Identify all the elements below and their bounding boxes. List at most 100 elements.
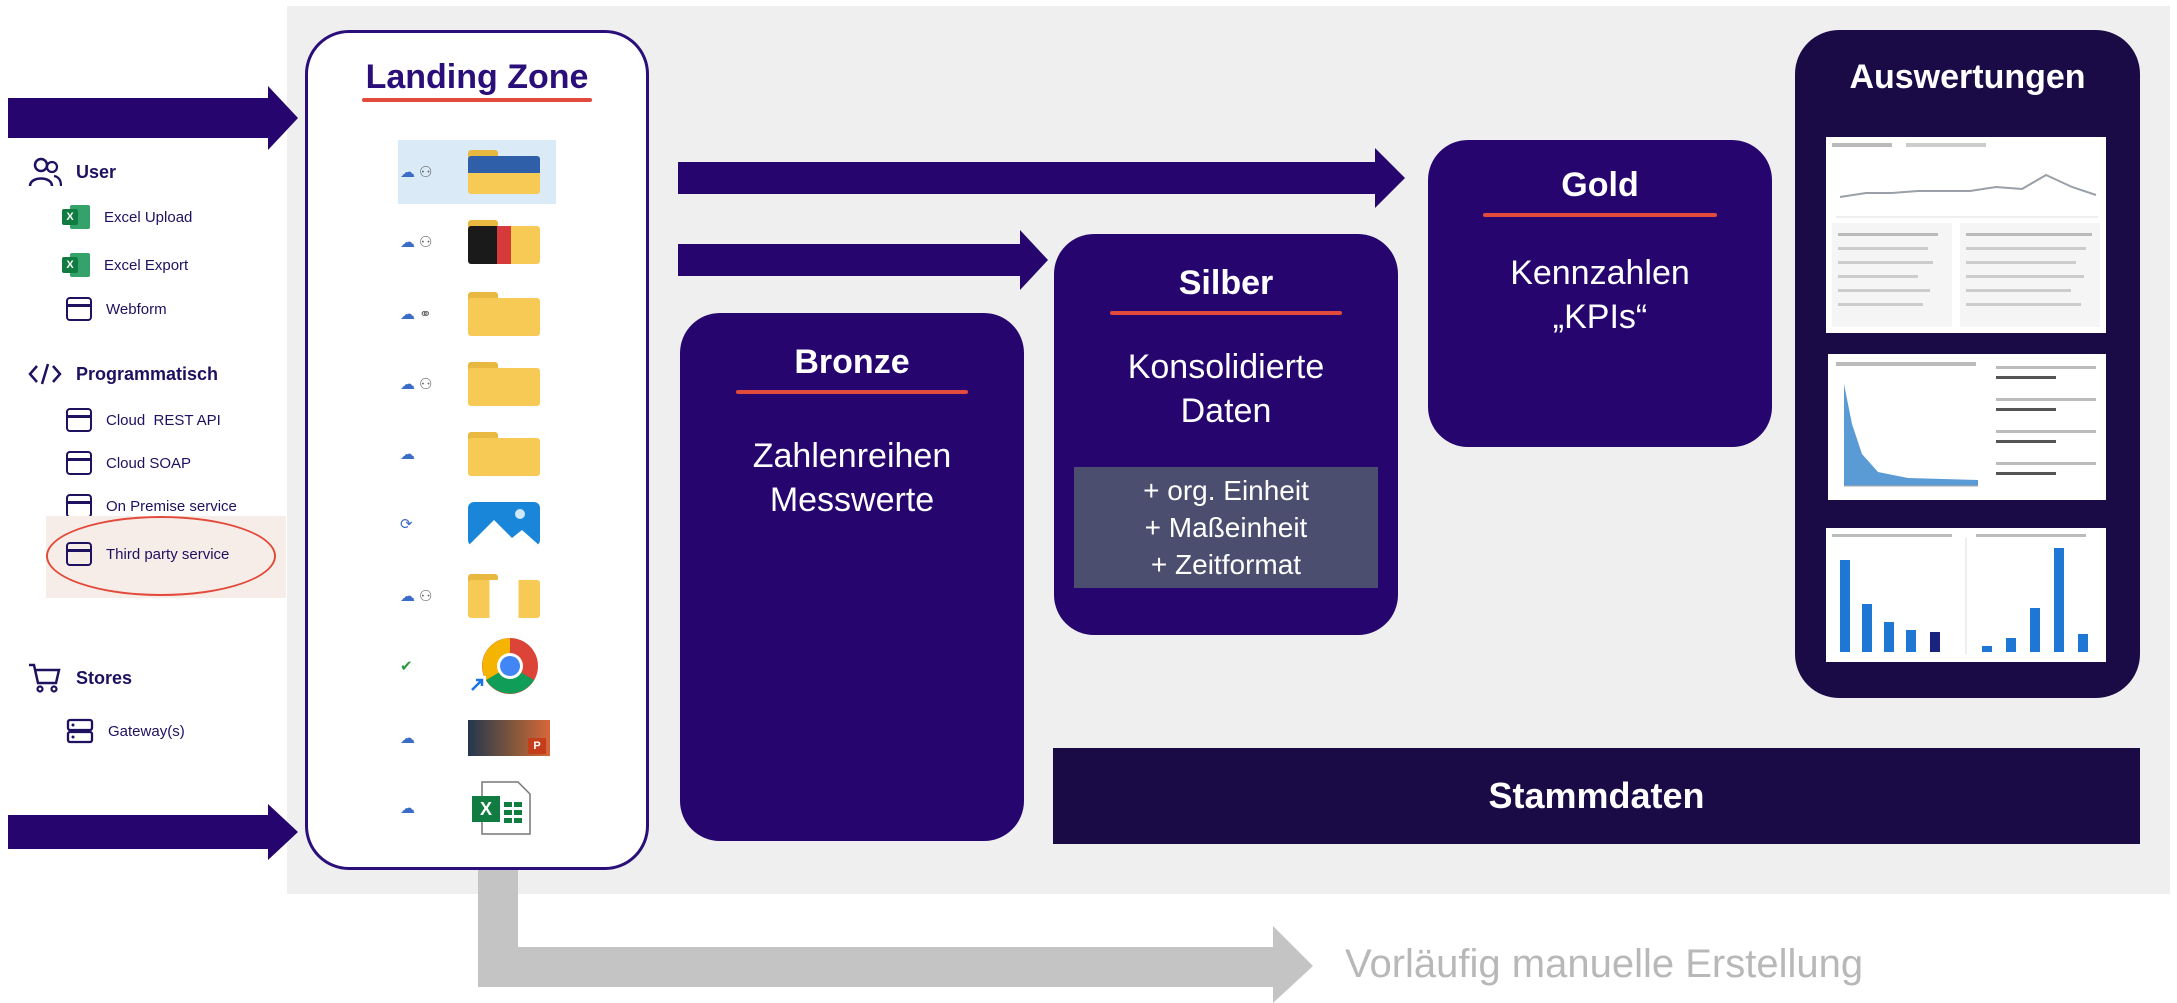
- cloud-icon: ☁: [400, 800, 415, 817]
- sidebar-item-cloud-rest-api[interactable]: Cloud REST API: [66, 408, 221, 432]
- folder-thumbnail: [468, 574, 540, 618]
- sidebar-group-user: User: [28, 156, 116, 188]
- file-row[interactable]: ✔: [400, 636, 560, 696]
- sidebar-item-label: Cloud REST API: [106, 411, 221, 429]
- bronze-title: Bronze: [794, 343, 910, 381]
- sidebar-item-webform[interactable]: Webform: [66, 297, 167, 321]
- folder-thumbnail: [468, 220, 540, 264]
- check-icon: ✔: [400, 658, 413, 675]
- sidebar-group-label: User: [76, 161, 117, 182]
- photos-app: [468, 502, 540, 546]
- sidebar-item-excel-upload[interactable]: X Excel Upload: [62, 203, 192, 231]
- input-arrow-top: [8, 86, 298, 150]
- gold-box: Gold Kennzahlen „KPIs“: [1428, 140, 1772, 447]
- bronze-underline: [736, 390, 968, 394]
- file-row[interactable]: ☁⚇: [400, 142, 560, 202]
- cloud-icon: ☁: [400, 376, 415, 393]
- gold-line-2: „KPIs“: [1552, 298, 1648, 336]
- gold-title: Gold: [1561, 166, 1639, 204]
- bronze-line-1: Zahlenreihen: [752, 437, 952, 475]
- cloud-icon: ☁: [400, 730, 415, 747]
- browser-window-icon: [66, 451, 92, 475]
- link-icon: ⚭: [419, 306, 432, 323]
- sidebar-item-gateways[interactable]: Gateway(s): [66, 718, 185, 744]
- highlight-ellipse: [46, 516, 276, 596]
- cloud-icon: ☁: [400, 234, 415, 251]
- folder: [468, 432, 540, 476]
- cloud-icon: ☁: [400, 446, 415, 463]
- gold-underline: [1483, 213, 1717, 217]
- file-row[interactable]: ☁ X: [400, 778, 560, 838]
- cloud-icon: ☁: [400, 306, 415, 323]
- input-arrow-bottom: [8, 804, 298, 860]
- bronze-box: Bronze Zahlenreihen Messwerte: [680, 313, 1024, 841]
- sidebar-item-on-premise-service[interactable]: On Premise service: [66, 494, 237, 518]
- browser-window-icon: [66, 408, 92, 432]
- browser-window-icon: [66, 542, 92, 566]
- silber-line-2: Daten: [1180, 392, 1272, 430]
- silber-line-1: Konsolidierte: [1127, 348, 1325, 386]
- folder: [468, 362, 540, 406]
- landing-zone-underline: [362, 98, 592, 102]
- excel-icon: X: [62, 251, 90, 279]
- sidebar-item-cloud-soap[interactable]: Cloud SOAP: [66, 451, 191, 475]
- silber-extra-3: + Zeitformat: [1150, 549, 1302, 580]
- sidebar-item-label: On Premise service: [106, 497, 237, 515]
- file-row[interactable]: ☁: [400, 424, 560, 484]
- stammdaten-bar: Stammdaten: [1053, 748, 2140, 844]
- arrow-to-silber: [678, 230, 1048, 290]
- manual-creation-note: Vorläufig manuelle Erstellung: [1345, 942, 1864, 986]
- silber-extras: + org. Einheit + Maßeinheit + Zeitformat: [1074, 467, 1378, 588]
- chrome-shortcut: [468, 636, 548, 696]
- file-row[interactable]: ☁⚇: [400, 212, 560, 272]
- powerpoint-file: P: [468, 720, 550, 756]
- file-row[interactable]: ☁ P: [400, 708, 560, 768]
- sidebar-group-stores: Stores: [28, 662, 132, 694]
- folder: [468, 292, 540, 336]
- sidebar-item-label: Gateway(s): [108, 722, 185, 740]
- code-icon: [28, 363, 62, 385]
- browser-window-icon: [66, 297, 92, 321]
- arrow-to-gold: [678, 148, 1405, 208]
- sidebar-group-programmatisch: Programmatisch: [28, 362, 218, 386]
- sidebar-item-label: Excel Upload: [104, 208, 193, 226]
- shopping-cart-icon: [29, 663, 61, 693]
- file-row[interactable]: ☁⚇: [400, 354, 560, 414]
- cloud-icon: ☁: [400, 164, 415, 181]
- file-row[interactable]: ⟳: [400, 494, 560, 554]
- silber-extra-1: + org. Einheit: [1143, 475, 1309, 506]
- sidebar-group-label: Programmatisch: [76, 363, 219, 384]
- excel-file: X: [468, 780, 534, 836]
- browser-window-icon: [66, 494, 92, 518]
- sync-icon: ⟳: [400, 516, 413, 533]
- user-group-icon: [28, 157, 62, 187]
- line-chart-report[interactable]: [1826, 137, 2106, 333]
- cloud-icon: ☁: [400, 588, 415, 605]
- bar-chart-report[interactable]: [1826, 528, 2106, 662]
- file-row[interactable]: ☁⚇: [400, 566, 560, 626]
- svg-text:X: X: [480, 799, 492, 819]
- person-icon: ⚇: [419, 376, 433, 393]
- manual-arrow: [478, 848, 1313, 1003]
- bronze-line-2: Messwerte: [769, 481, 935, 519]
- sidebar-item-excel-export[interactable]: X Excel Export: [62, 251, 188, 279]
- sidebar-group-label: Stores: [76, 667, 133, 688]
- server-icon: [66, 718, 94, 744]
- landing-zone-title: Landing Zone: [365, 58, 589, 96]
- excel-icon: X: [62, 203, 90, 231]
- gold-line-1: Kennzahlen: [1510, 254, 1690, 292]
- folder-thumbnail: [468, 150, 540, 194]
- auswertungen-title: Auswertungen: [1849, 58, 2086, 96]
- file-row[interactable]: ☁⚭: [400, 284, 560, 344]
- sidebar-item-label: Webform: [106, 300, 167, 318]
- person-icon: ⚇: [419, 164, 433, 181]
- person-icon: ⚇: [419, 588, 433, 605]
- person-icon: ⚇: [419, 234, 433, 251]
- silber-extra-2: + Maßeinheit: [1144, 512, 1308, 543]
- sidebar-item-label: Cloud SOAP: [106, 454, 192, 472]
- silber-underline: [1110, 311, 1342, 315]
- area-chart-report[interactable]: [1828, 354, 2106, 500]
- sidebar-item-third-party-service[interactable]: Third party service: [66, 542, 229, 566]
- silber-title: Silber: [1178, 264, 1274, 302]
